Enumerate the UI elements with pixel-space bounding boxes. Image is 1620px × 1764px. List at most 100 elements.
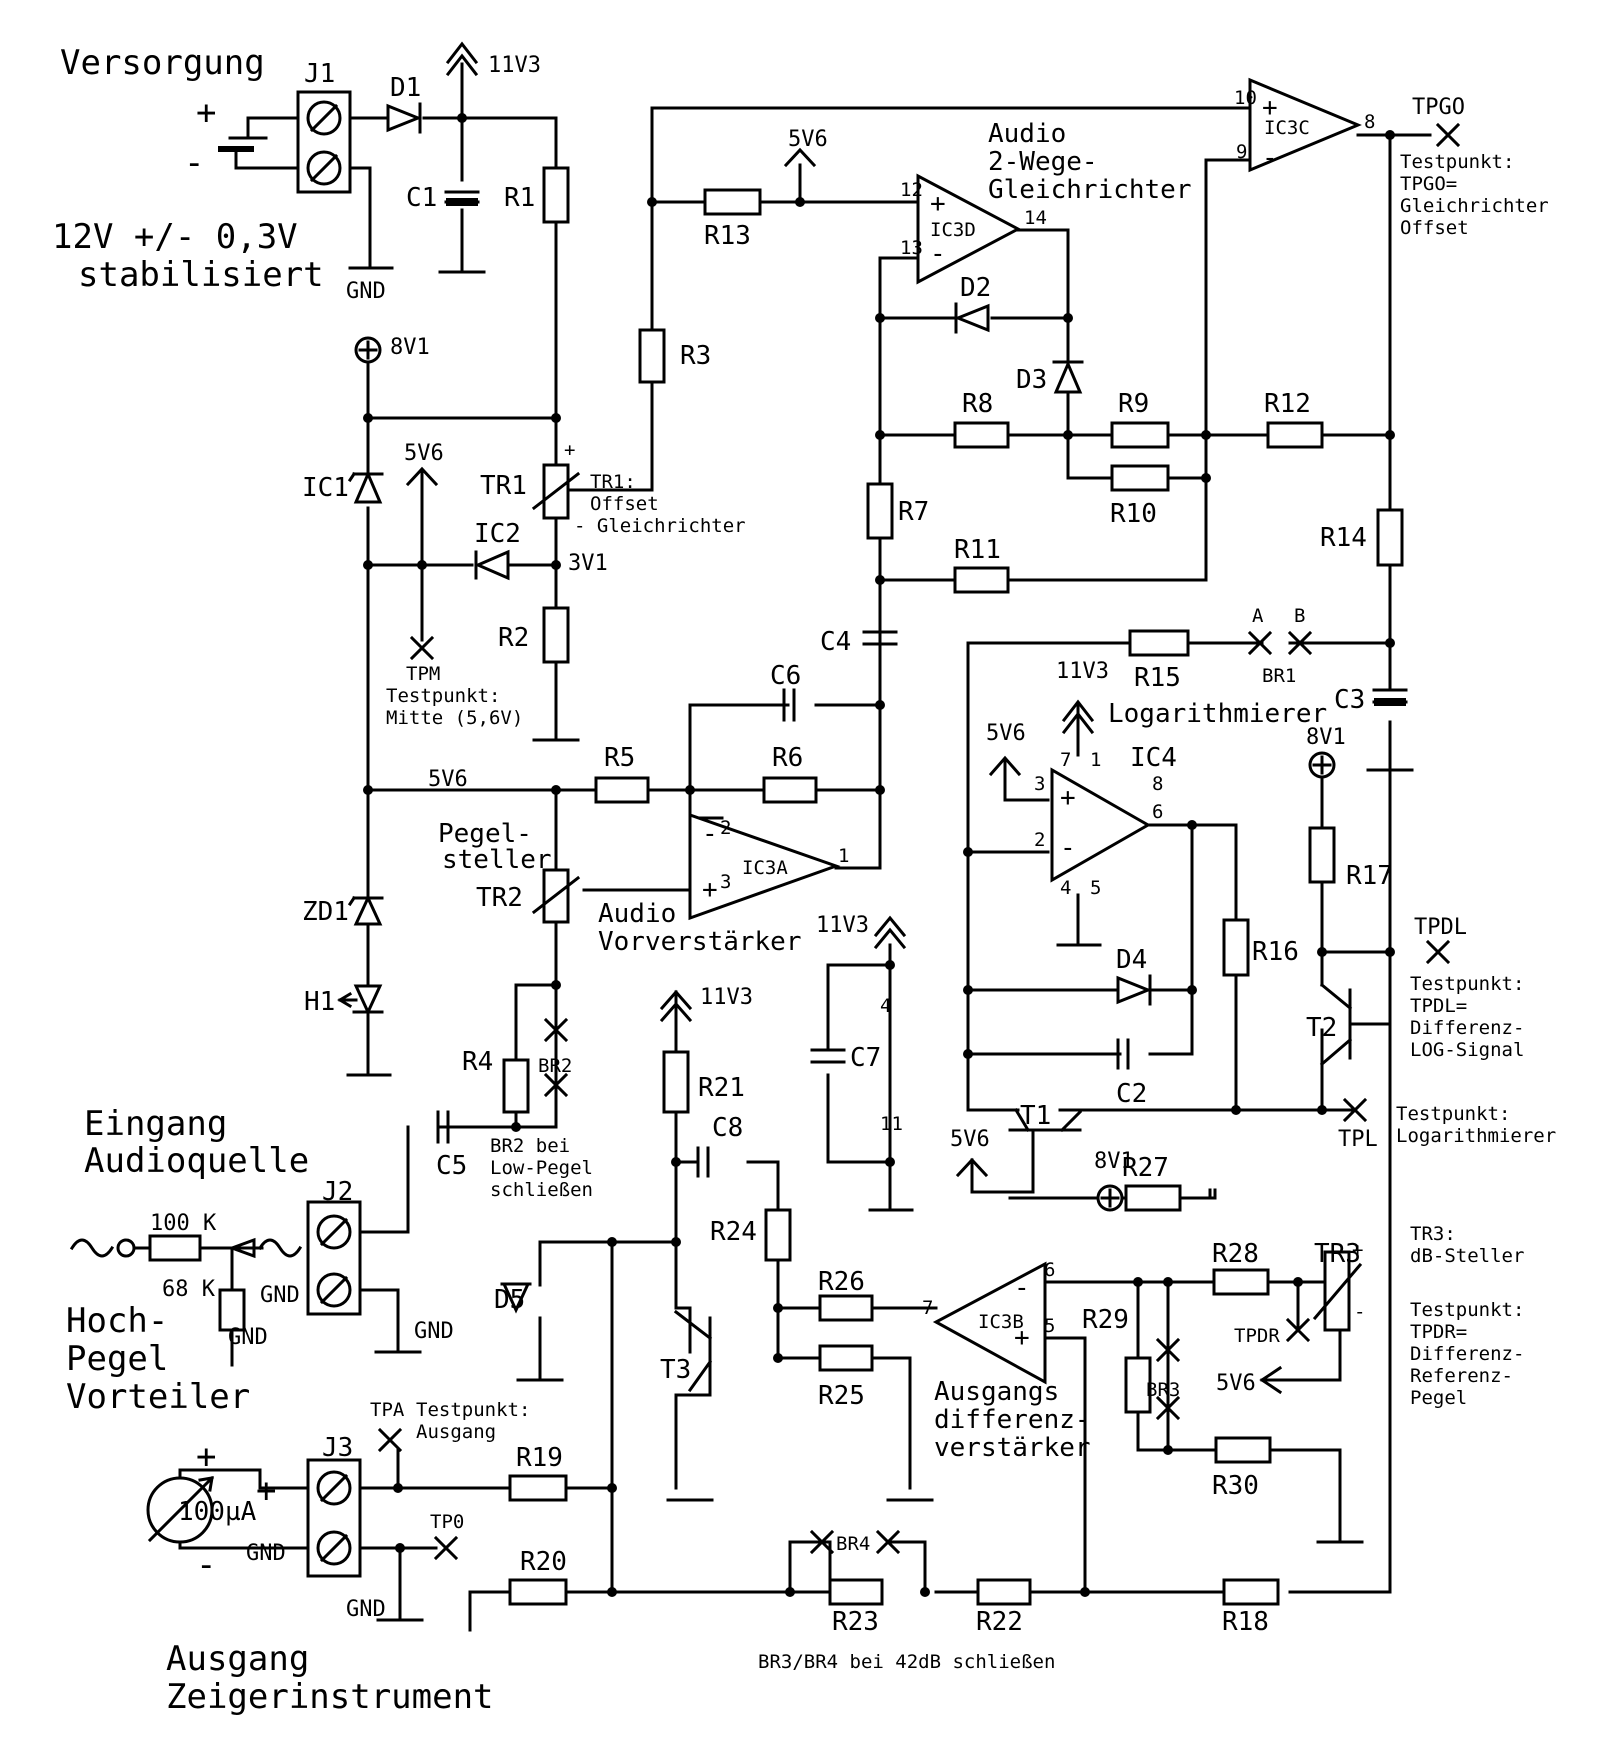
tp-tpgo: TPGO xyxy=(1412,95,1465,120)
label-r11: R11 xyxy=(954,535,1001,565)
trimmers xyxy=(531,463,1363,1332)
pin-ic4-4: 4 xyxy=(1060,877,1071,899)
label-j1: J1 xyxy=(304,59,335,89)
ground-symbols xyxy=(346,266,1414,1632)
rail-5v6-tr3: 5V6 xyxy=(1216,1371,1256,1396)
label-r27: R27 xyxy=(1122,1153,1169,1183)
tp-tpm-desc-0: Testpunkt: xyxy=(386,685,500,707)
label-r30: R30 xyxy=(1212,1471,1259,1501)
gnd-j1: GND xyxy=(346,279,386,304)
pin-ic4-6: 6 xyxy=(1152,801,1163,823)
label-r3: R3 xyxy=(680,341,711,371)
tp-tpm: TPM xyxy=(406,663,440,685)
tp-tpa-desc-1: Ausgang xyxy=(416,1421,496,1443)
label-r8: R8 xyxy=(962,389,993,419)
label-j2: J2 xyxy=(322,1177,353,1207)
title-eingang: Eingang xyxy=(84,1104,227,1144)
pin-ic4-7: 7 xyxy=(1060,749,1071,771)
tp-tpdr-desc-2: Differenz- xyxy=(1410,1343,1524,1365)
note-tr1-2: - Gleichrichter xyxy=(574,515,746,537)
label-r7: R7 xyxy=(898,497,929,527)
rail-5v6-tpm: 5V6 xyxy=(404,441,444,466)
tp-tpdl: TPDL xyxy=(1414,915,1467,940)
pin-c7-4: 4 xyxy=(880,995,891,1017)
label-r28: R28 xyxy=(1212,1239,1259,1269)
block-aus-1: Ausgangs xyxy=(934,1377,1059,1407)
label-t3: T3 xyxy=(660,1355,691,1385)
sign-tr3-plus: + xyxy=(1352,1239,1363,1261)
label-tr1: TR1 xyxy=(480,471,527,501)
label-r19: R19 xyxy=(516,1443,563,1473)
label-c4: C4 xyxy=(820,627,851,657)
gnd-vorteiler: GND xyxy=(228,1325,268,1350)
label-r15: R15 xyxy=(1134,663,1181,693)
tp-tpdr-desc-1: TPDR= xyxy=(1410,1321,1467,1343)
label-ic3a: IC3A xyxy=(742,857,788,879)
label-r13: R13 xyxy=(704,221,751,251)
gnd-bottom: GND xyxy=(346,1597,386,1622)
pin-ic4-1: 1 xyxy=(1090,749,1101,771)
capacitors xyxy=(436,190,1408,1178)
rail-11v3-log: 11V3 xyxy=(1056,659,1109,684)
rail-symbols xyxy=(69,41,1336,1550)
label-ic3b: IC3B xyxy=(978,1311,1024,1333)
sign-ic4-minus: - xyxy=(1060,833,1076,863)
label-t1: T1 xyxy=(1020,1101,1051,1131)
label-d5: D5 xyxy=(494,1285,525,1315)
sign-meter-minus: - xyxy=(196,1545,216,1585)
pin-ic3c-9: 9 xyxy=(1236,141,1247,163)
pin-c7-11: 11 xyxy=(880,1113,903,1135)
sign-ic3b-minus: - xyxy=(1014,1273,1030,1303)
label-r23: R23 xyxy=(832,1607,879,1637)
sign-ic3d-minus: - xyxy=(930,239,946,269)
pin-ic3b-6: 6 xyxy=(1044,1259,1055,1281)
pin-ic3a-3: 3 xyxy=(720,871,731,893)
pin-ic3a-2: 2 xyxy=(720,817,731,839)
pin-ic3b-5: 5 xyxy=(1044,1315,1055,1337)
label-t2: T2 xyxy=(1306,1013,1337,1043)
label-j3: J3 xyxy=(322,1433,353,1463)
sign-j3-plus: + xyxy=(256,1471,276,1511)
tp-tpm-desc-1: Mitte (5,6V) xyxy=(386,707,523,729)
label-tr2: TR2 xyxy=(476,883,523,913)
tp-tpdl-desc-2: Differenz- xyxy=(1410,1017,1524,1039)
title-vorteiler: Vorteiler xyxy=(66,1377,250,1417)
tp-tpdr-desc-3: Referenz- xyxy=(1410,1365,1513,1387)
note-br2-1: Low-Pegel xyxy=(490,1157,593,1179)
tp-tpdl-desc-0: Testpunkt: xyxy=(1410,973,1524,995)
label-r18: R18 xyxy=(1222,1607,1269,1637)
sign-meter-plus: + xyxy=(196,1437,216,1477)
title-versorgung: Versorgung xyxy=(60,43,265,83)
pin-ic3d-13: 13 xyxy=(900,237,923,259)
wiring xyxy=(146,62,1432,1632)
sign-batt-plus: + xyxy=(196,93,216,133)
label-zd1: ZD1 xyxy=(302,897,349,927)
label-d3: D3 xyxy=(1016,365,1047,395)
tp-tpdr-desc-0: Testpunkt: xyxy=(1410,1299,1524,1321)
pin-ic3d-14: 14 xyxy=(1024,207,1047,229)
sign-ic3a-plus: + xyxy=(702,875,718,905)
label-c2: C2 xyxy=(1116,1079,1147,1109)
sign-br1-b: B xyxy=(1294,605,1305,627)
tp-tpdr: TPDR xyxy=(1234,1325,1280,1347)
pin-ic3c-8: 8 xyxy=(1364,111,1375,133)
diodes xyxy=(337,102,1153,1314)
tp-tpa: TPA xyxy=(370,1399,405,1421)
note-tr3-0: TR3: xyxy=(1410,1223,1456,1245)
label-d2: D2 xyxy=(960,273,991,303)
sign-ic3d-plus: + xyxy=(930,189,946,219)
pin-ic3b-7: 7 xyxy=(922,1297,933,1319)
label-r26: R26 xyxy=(818,1267,865,1297)
label-br3: BR3 xyxy=(1146,1379,1180,1401)
rail-11v3-c7: 11V3 xyxy=(816,913,869,938)
labels: Versorgung 12V +/- 0,3V stabilisiert Ein… xyxy=(52,43,1556,1717)
junction-dots xyxy=(363,113,1395,1597)
value-100k: 100 K xyxy=(150,1211,217,1236)
label-r22: R22 xyxy=(976,1607,1023,1637)
label-c1: C1 xyxy=(406,183,437,213)
sign-br1-a: A xyxy=(1252,605,1264,627)
label-r10: R10 xyxy=(1110,499,1157,529)
label-c6: C6 xyxy=(770,661,801,691)
